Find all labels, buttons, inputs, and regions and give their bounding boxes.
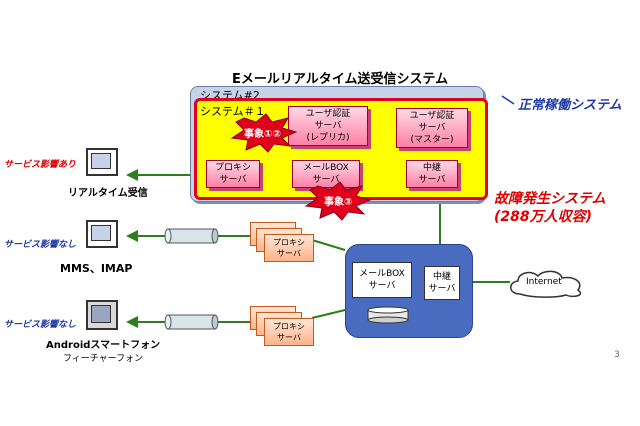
pipe-mms [164,228,219,244]
device2-name: MMS、IMAP [60,262,133,275]
proxy-server: プロキシ サーバ [206,160,260,188]
incident-label-a: 事象①② [244,129,281,140]
monitor-icon [86,220,118,248]
user-auth-replica-server: ユーザ認証 サーバ (レプリカ) [288,106,368,146]
device1-name: リアルタイム受信 [68,188,148,199]
lower-mailbox-server: メールBOX サーバ [352,262,412,298]
status-normal: 正常稼働システム [518,98,622,113]
link-proxy2-box [311,309,346,319]
monitor-icon [86,300,118,330]
device2-impact: サービス影響なし [4,240,77,250]
lower-relay-server: 中継 サーバ [424,266,460,300]
mailbox-server: メールBOX サーバ [292,160,360,188]
database-icon [366,306,410,324]
system1-label: システム＃１ [200,105,266,118]
normal-pointer [500,91,515,105]
lower-proxy-server-2: プロキシ サーバ [264,318,314,346]
diagram-title: Eメールリアルタイム送受信システム [232,72,449,87]
monitor-icon [86,148,118,176]
status-fault: 故障発生システム (288万人収容) [494,191,606,225]
link-proxy1-box [311,239,346,251]
incident-label-b: 事象③ [324,197,353,208]
page-number: 3 [614,350,620,360]
device1-impact: サービス影響あり [4,160,77,170]
device3-name: Androidスマートフォン フィーチャーフォン [46,340,161,364]
relay-server: 中継 サーバ [406,160,458,188]
user-auth-master-server: ユーザ認証 サーバ (マスター) [396,108,468,148]
internet-cloud-icon [506,268,588,298]
lower-proxy-server-1: プロキシ サーバ [264,234,314,262]
device3-impact: サービス影響なし [4,320,77,330]
pipe-android [164,314,219,330]
internet-label: Internet [526,277,562,287]
incident-burst-1 [230,113,298,153]
incident-burst-2 [304,181,372,221]
